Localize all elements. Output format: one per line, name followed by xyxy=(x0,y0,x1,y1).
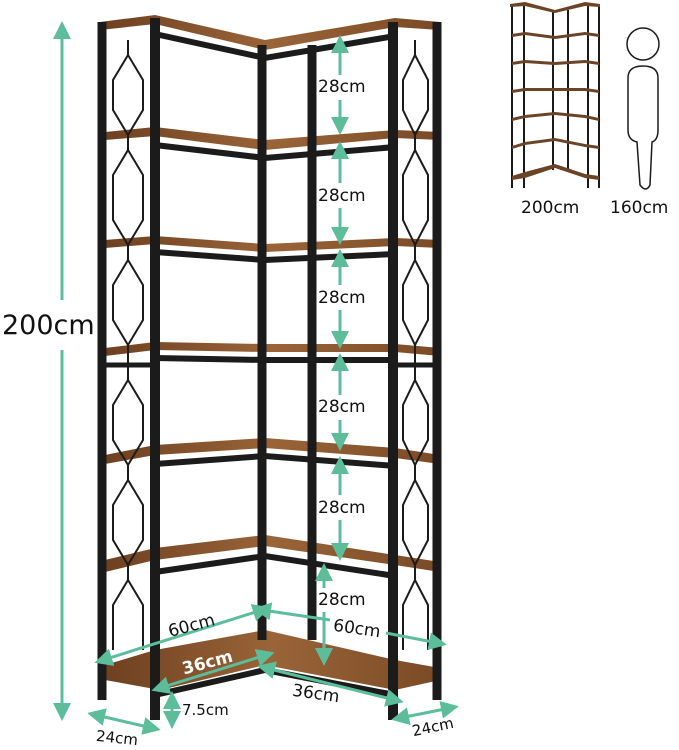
left-depth-label: 24cm xyxy=(95,726,139,750)
shelf-gap-label-2: 28cm xyxy=(318,186,366,206)
comparison-shelf-height-label: 200cm xyxy=(521,198,580,218)
person-silhouette-icon xyxy=(626,27,660,190)
side-panel-pattern xyxy=(112,40,429,650)
foot-clearance-label: 7.5cm xyxy=(182,701,229,719)
comparison-shelf-thumbnail xyxy=(510,2,600,188)
shelf-gap-label-4: 28cm xyxy=(318,397,366,417)
shelf-gap-label-3: 28cm xyxy=(318,288,366,308)
comparison-person-height-label: 160cm xyxy=(610,198,669,218)
overall-height-label: 200cm xyxy=(2,310,95,341)
shelf-gap-label-5: 28cm xyxy=(318,498,366,518)
dimension-lines xyxy=(53,21,459,735)
shelf-gap-label-1: 28cm xyxy=(318,77,366,97)
shelf-gap-label-6: 28cm xyxy=(318,590,366,610)
metal-frame xyxy=(97,18,442,720)
